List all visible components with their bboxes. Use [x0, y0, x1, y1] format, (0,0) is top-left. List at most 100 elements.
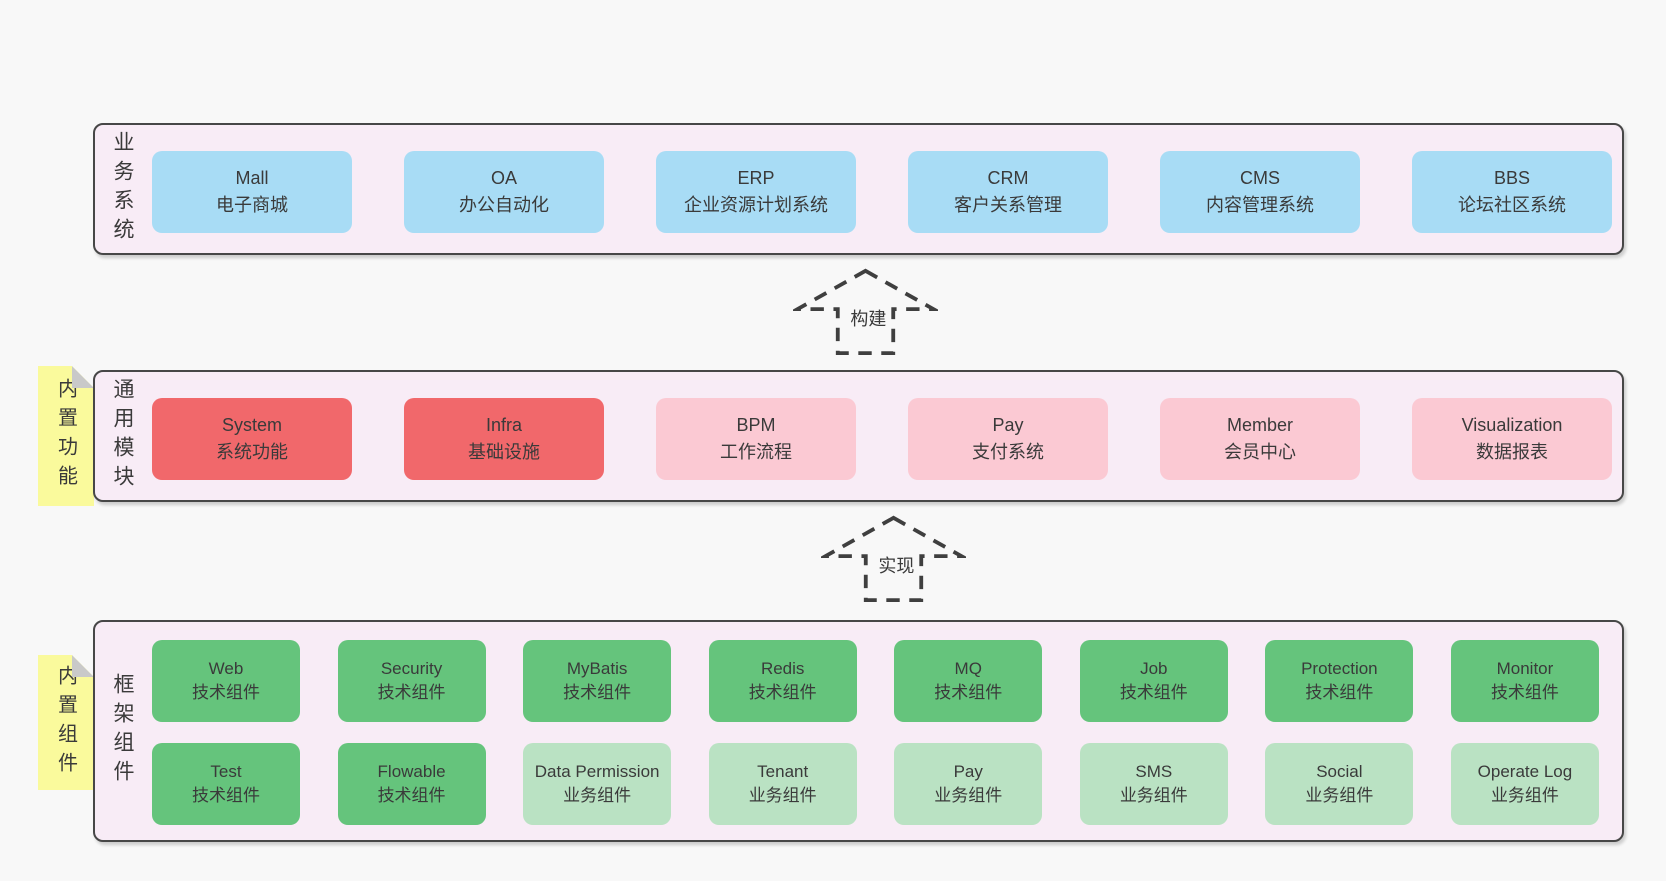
- node-subtitle: 办公自动化: [459, 195, 549, 215]
- node-subtitle: 企业资源计划系统: [684, 195, 828, 215]
- node-title: Redis: [760, 658, 805, 678]
- node-title: Job: [1140, 658, 1168, 678]
- node-visualization: Visualization 数据报表: [1412, 398, 1612, 480]
- node-protection: Protection 技术组件: [1265, 640, 1414, 722]
- components-node-row-2: Test 技术组件 Flowable 技术组件 Data Permission …: [152, 743, 1599, 825]
- builtin-components-tab-label: 内置组件: [54, 664, 77, 781]
- node-title: Mall: [235, 168, 269, 188]
- node-title: Tenant: [757, 761, 809, 781]
- node-operate-log: Operate Log 业务组件: [1450, 743, 1599, 825]
- node-subtitle: 业务组件: [934, 786, 1003, 805]
- node-subtitle: 系统功能: [216, 442, 288, 462]
- node-title: Protection: [1301, 658, 1378, 678]
- node-pay-component: Pay 业务组件: [894, 743, 1043, 825]
- node-subtitle: 会员中心: [1224, 442, 1296, 462]
- builtin-features-tab: 内置功能: [38, 366, 94, 506]
- business-node-row: Mall 电子商城 OA 办公自动化 ERP 企业资源计划系统 CRM 客户关系…: [152, 151, 1612, 233]
- folded-corner-icon: [72, 655, 94, 677]
- node-title: Social: [1316, 761, 1363, 781]
- node-flowable: Flowable 技术组件: [337, 743, 486, 825]
- node-erp: ERP 企业资源计划系统: [656, 151, 856, 233]
- node-cms: CMS 内容管理系统: [1160, 151, 1360, 233]
- node-title: MyBatis: [566, 658, 628, 678]
- node-subtitle: 技术组件: [192, 683, 260, 702]
- node-subtitle: 论坛社区系统: [1458, 195, 1566, 215]
- node-social: Social 业务组件: [1265, 743, 1414, 825]
- node-title: ERP: [737, 168, 775, 188]
- node-title: Visualization: [1461, 415, 1563, 435]
- node-bbs: BBS 论坛社区系统: [1412, 151, 1612, 233]
- node-redis: Redis 技术组件: [708, 640, 857, 722]
- node-title: Test: [210, 761, 242, 781]
- modules-node-row: System 系统功能 Infra 基础设施 BPM 工作流程 Pay 支付系统…: [152, 398, 1612, 480]
- node-title: MQ: [954, 658, 982, 678]
- node-title: Operate Log: [1477, 761, 1573, 781]
- node-title: BBS: [1493, 168, 1531, 188]
- folded-corner-icon: [72, 366, 94, 388]
- node-member: Member 会员中心: [1160, 398, 1360, 480]
- node-mybatis: MyBatis 技术组件: [523, 640, 672, 722]
- node-subtitle: 支付系统: [972, 442, 1044, 462]
- node-title: Security: [380, 658, 443, 678]
- node-title: Monitor: [1496, 658, 1554, 678]
- node-security: Security 技术组件: [337, 640, 486, 722]
- node-title: Web: [208, 658, 244, 678]
- node-subtitle: 技术组件: [1119, 683, 1188, 702]
- build-arrow: 构建: [793, 268, 938, 356]
- node-subtitle: 技术组件: [192, 786, 260, 805]
- node-title: Pay: [992, 415, 1024, 435]
- node-title: CMS: [1240, 168, 1280, 188]
- layer-label-modules: 通用模块: [111, 378, 134, 494]
- node-job: Job 技术组件: [1079, 640, 1228, 722]
- builtin-components-tab: 内置组件: [38, 655, 94, 790]
- node-subtitle: 基础设施: [468, 442, 540, 462]
- layer-business-systems: 业务系统 Mall 电子商城 OA 办公自动化 ERP 企业资源计划系统 CRM…: [93, 123, 1624, 255]
- layer-common-modules: 通用模块 System 系统功能 Infra 基础设施 BPM 工作流程 Pay…: [93, 370, 1624, 502]
- up-arrow-icon: [821, 515, 966, 603]
- build-arrow-label: 构建: [846, 304, 891, 333]
- node-subtitle: 数据报表: [1476, 442, 1548, 462]
- implement-arrow-label: 实现: [874, 551, 919, 580]
- node-subtitle: 内容管理系统: [1206, 195, 1314, 215]
- node-title: System: [221, 415, 282, 435]
- node-sms: SMS 业务组件: [1079, 743, 1228, 825]
- node-data-permission: Data Permission 业务组件: [523, 743, 672, 825]
- node-title: Member: [1226, 415, 1293, 435]
- node-infra: Infra 基础设施: [404, 398, 604, 480]
- layer-label-components: 框架组件: [111, 673, 134, 789]
- node-subtitle: 业务组件: [1490, 786, 1559, 805]
- node-title: Data Permission: [534, 761, 660, 781]
- implement-arrow: 实现: [821, 515, 966, 603]
- node-pay-system: Pay 支付系统: [908, 398, 1108, 480]
- node-test: Test 技术组件: [152, 743, 300, 825]
- node-subtitle: 技术组件: [377, 786, 446, 805]
- node-system: System 系统功能: [152, 398, 352, 480]
- layer-label-business: 业务系统: [111, 131, 134, 247]
- node-monitor: Monitor 技术组件: [1450, 640, 1599, 722]
- node-web: Web 技术组件: [152, 640, 300, 722]
- node-title: Flowable: [377, 761, 446, 781]
- node-subtitle: 技术组件: [377, 683, 446, 702]
- node-subtitle: 技术组件: [934, 683, 1003, 702]
- up-arrow-icon: [793, 268, 938, 356]
- node-mq: MQ 技术组件: [894, 640, 1043, 722]
- node-subtitle: 电子商城: [216, 195, 288, 215]
- node-subtitle: 业务组件: [748, 786, 817, 805]
- node-subtitle: 技术组件: [748, 683, 817, 702]
- node-subtitle: 业务组件: [1119, 786, 1188, 805]
- node-title: BPM: [736, 415, 776, 435]
- node-bpm: BPM 工作流程: [656, 398, 856, 480]
- node-subtitle: 技术组件: [1490, 683, 1559, 702]
- node-title: Pay: [953, 761, 983, 781]
- node-mall: Mall 电子商城: [152, 151, 352, 233]
- node-oa: OA 办公自动化: [404, 151, 604, 233]
- node-title: Infra: [485, 415, 523, 435]
- node-subtitle: 客户关系管理: [954, 195, 1062, 215]
- node-subtitle: 业务组件: [563, 786, 632, 805]
- node-subtitle: 技术组件: [1305, 683, 1374, 702]
- node-subtitle: 工作流程: [720, 442, 792, 462]
- layer-framework-components: 框架组件 Web 技术组件 Security 技术组件 MyBatis 技术组件…: [93, 620, 1624, 842]
- node-subtitle: 技术组件: [563, 683, 632, 702]
- node-title: SMS: [1135, 761, 1173, 781]
